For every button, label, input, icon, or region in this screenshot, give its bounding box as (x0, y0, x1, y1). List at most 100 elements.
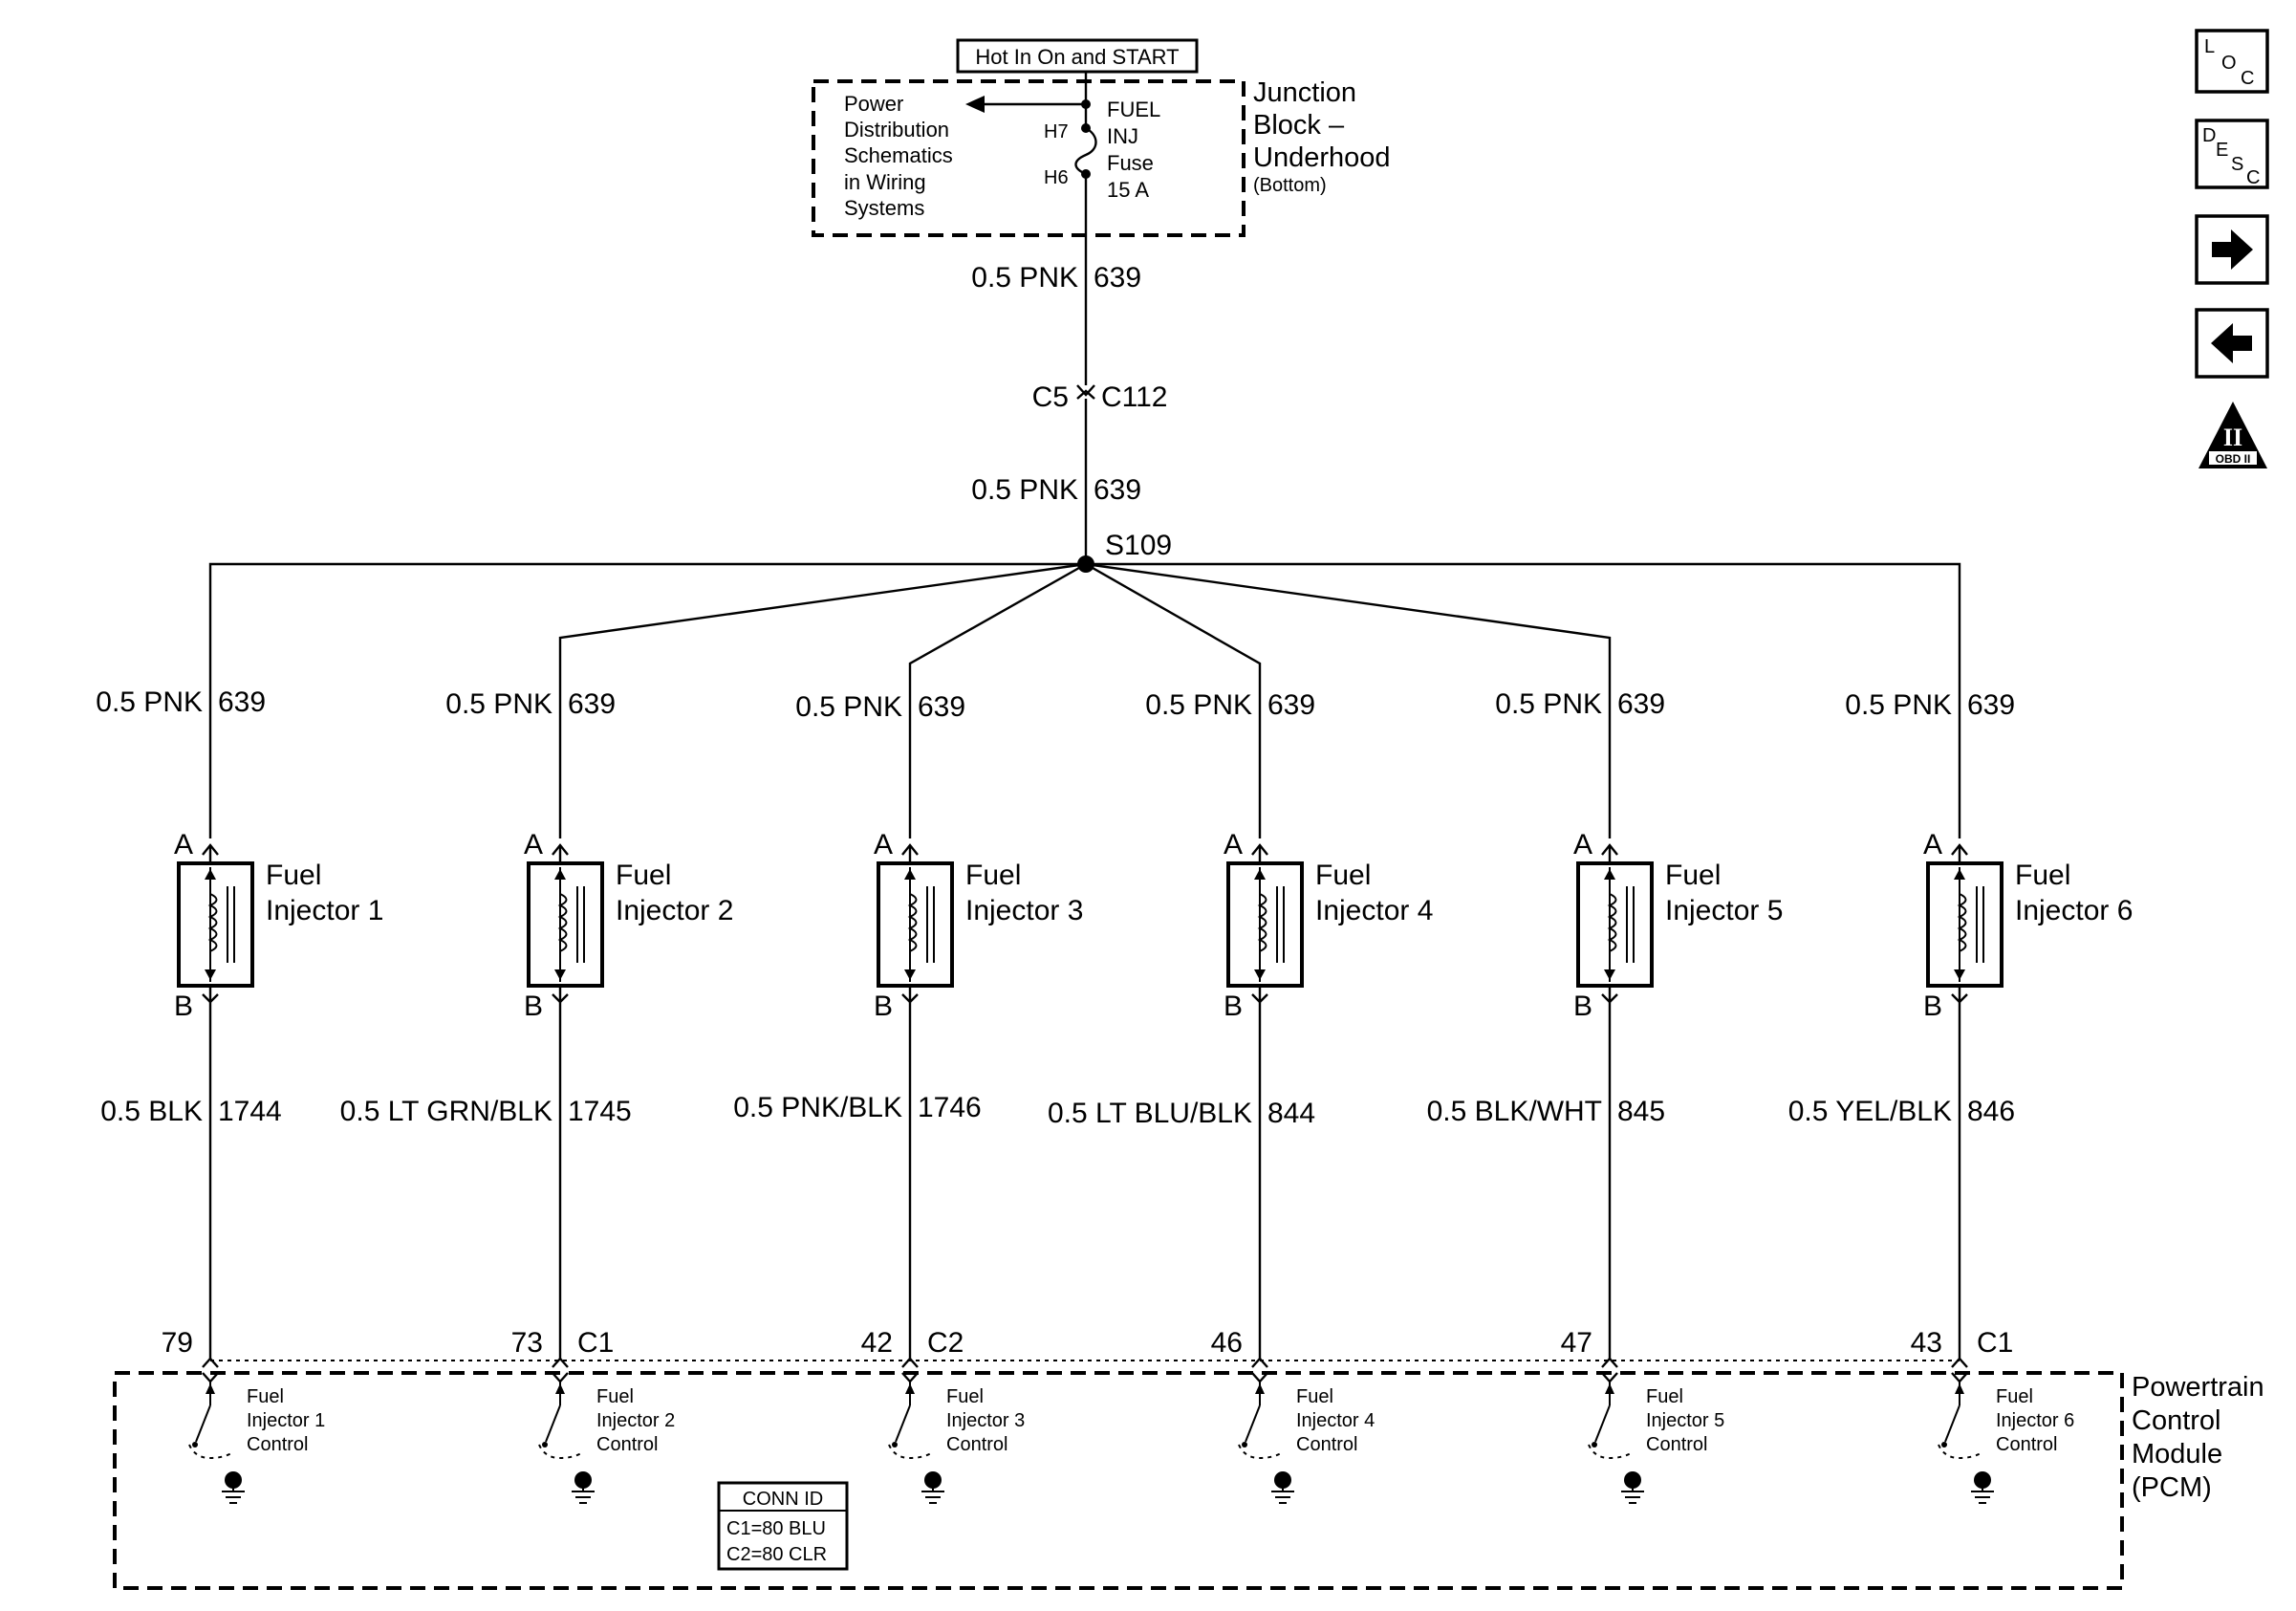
pcm-control-5-label-line3: Control (1646, 1434, 1707, 1455)
injector-5-feed-gauge: 0.5 PNK (1495, 688, 1602, 720)
injector-6-name-line1: Fuel (2015, 860, 2070, 891)
injector-6-arrow-up (1954, 869, 1965, 880)
injector-5-control-circuit: 845 (1617, 1096, 1665, 1127)
pcm-pin-6-symbol-top (1951, 1357, 1968, 1368)
branch-injector-6 (1086, 562, 1961, 838)
junction-ref-line2: Distribution (844, 118, 949, 142)
pcm-switch-1-contact (192, 1442, 198, 1448)
pcm-control-1-label-line3: Control (247, 1434, 308, 1455)
injector-3-control-circuit: 1746 (918, 1092, 982, 1123)
injector-5-name-line2: Injector 5 (1665, 895, 1783, 926)
injector-4-control-gauge: 0.5 LT BLU/BLK (1048, 1098, 1252, 1129)
branch-injector-5 (1085, 562, 1612, 838)
pcm-switch-3-dotted-link (888, 1444, 934, 1460)
injector-4-pin-b-label: B (1224, 991, 1243, 1022)
injector-2-name-line2: Injector 2 (616, 895, 733, 926)
injector-5-arrow-up (1604, 869, 1615, 880)
pcm-name-line2: Control (2132, 1405, 2221, 1436)
pcm-control-6-label-line3: Control (1996, 1434, 2057, 1455)
pcm-pin-4-symbol-top (1251, 1357, 1268, 1368)
svg-text:E: E (2216, 140, 2228, 161)
injector-1-name-line2: Injector 1 (266, 895, 383, 926)
injector-2-control-circuit: 1745 (568, 1096, 632, 1127)
injector-3-control-gauge: 0.5 PNK/BLK (733, 1092, 902, 1123)
pcm-switch-1-arrow (206, 1383, 215, 1394)
injector-2-feed-gauge: 0.5 PNK (445, 688, 552, 720)
junction-block-outline (812, 79, 1245, 237)
junction-ref-line3: Schematics (844, 143, 953, 167)
injector-4-control-circuit: 844 (1267, 1098, 1315, 1129)
feed-wire-lower-circuit: 639 (1094, 474, 1141, 506)
pcm-control-1-label-line2: Injector 1 (247, 1410, 325, 1431)
injector-5-coil (1607, 893, 1617, 952)
injector-2-name-line1: Fuel (616, 860, 671, 891)
pcm-switch-5-dotted-link (1588, 1444, 1634, 1460)
conn-id-box (717, 1481, 849, 1571)
junction-block-name-line1: Junction (1253, 77, 1356, 108)
injector-4-pin-a-label: A (1224, 829, 1243, 860)
pcm-name-line1: Powertrain (2132, 1372, 2264, 1403)
branch-injector-1 (208, 562, 1086, 838)
injector-2-coil (557, 893, 568, 952)
loc-icon[interactable]: L O C (2195, 29, 2269, 94)
pcm-switch-6-contact (1941, 1442, 1947, 1448)
pcm-switch-2-contact (542, 1442, 548, 1448)
junction-block-name-line4: (Bottom) (1253, 175, 1327, 196)
injector-3-coil (907, 893, 918, 952)
obd-ii-icon[interactable]: II OBD II (2199, 402, 2267, 468)
injector-1-feed-gauge: 0.5 PNK (96, 686, 203, 718)
fuse-symbol (1074, 126, 1097, 176)
pcm-switch-4-arrow (1255, 1383, 1265, 1394)
pcm-pin-1-number: 79 (162, 1327, 193, 1359)
injector-3-arrow-down (904, 969, 916, 980)
injector-6-body (1926, 861, 2004, 988)
injector-3-name-line2: Injector 3 (965, 895, 1083, 926)
injector-1-arrow-down (205, 969, 216, 980)
pcm-control-2-label-line2: Injector 2 (596, 1410, 675, 1431)
pcm-pin-3-number: 42 (861, 1327, 893, 1359)
arrow-left-icon[interactable] (2195, 308, 2269, 379)
injector-1-control-gauge: 0.5 BLK (100, 1096, 203, 1127)
injector-3-feed-circuit: 639 (918, 691, 965, 723)
pcm-switch-4-contact (1242, 1442, 1247, 1448)
feed-wire-upper-circuit: 639 (1094, 262, 1141, 294)
power-distribution-arrowhead (965, 96, 985, 113)
fuse-node-top (1081, 99, 1091, 109)
svg-text:II: II (2223, 424, 2242, 451)
junction-block-name-line2: Block – (1253, 110, 1345, 141)
pcm-control-3-label-line3: Control (946, 1434, 1007, 1455)
feed-wire-upper-gauge: 0.5 PNK (971, 262, 1078, 294)
pcm-switch-1-blade (195, 1404, 211, 1443)
pcm-control-2-label-line1: Fuel (596, 1386, 634, 1407)
power-source-label: Hot In On and START (975, 45, 1179, 69)
svg-text:L: L (2204, 36, 2215, 57)
injector-4-arrow-down (1254, 969, 1266, 980)
splice-label: S109 (1105, 530, 1172, 561)
junction-block-name-line3: Underhood (1253, 142, 1391, 173)
pcm-control-5-label-line1: Fuel (1646, 1386, 1683, 1407)
pcm-control-2-label-line3: Control (596, 1434, 658, 1455)
pcm-pin-3-symbol-top (901, 1357, 919, 1368)
injector-4-name-line2: Injector 4 (1315, 895, 1433, 926)
pcm-control-4-label-line2: Injector 4 (1296, 1410, 1375, 1431)
fuse-pin-h7 (1081, 123, 1091, 133)
injector-6-pin-a-label: A (1923, 829, 1942, 860)
inline-connector-left-label: C5 (1032, 381, 1069, 413)
injector-3-arrow-up (904, 869, 916, 880)
inline-connector-bottom-symbol (1076, 389, 1095, 400)
junction-ref-line1: Power (844, 92, 903, 116)
conn-id-line2: C2=80 CLR (726, 1544, 827, 1565)
pcm-control-4-label-line3: Control (1296, 1434, 1357, 1455)
arrow-right-icon[interactable] (2195, 214, 2269, 285)
inline-connector-top-symbol (1076, 384, 1095, 397)
injector-6-pin-b-label: B (1923, 991, 1942, 1022)
pcm-switch-4-dotted-link (1238, 1444, 1284, 1460)
injector-6-feed-gauge: 0.5 PNK (1845, 689, 1952, 721)
injector-2-control-gauge: 0.5 LT GRN/BLK (340, 1096, 552, 1127)
injector-5-pin-b-label: B (1573, 991, 1592, 1022)
pcm-switch-5-blade (1594, 1404, 1611, 1443)
desc-icon[interactable]: D E S C (2195, 119, 2269, 189)
injector-6-name-line2: Injector 6 (2015, 895, 2133, 926)
conn-id-title: CONN ID (743, 1489, 823, 1510)
